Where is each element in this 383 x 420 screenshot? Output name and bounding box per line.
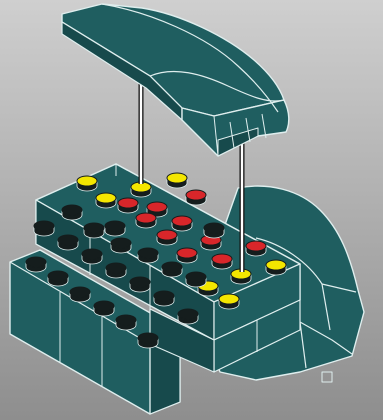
black-stud [162, 262, 182, 277]
red-stud [136, 213, 156, 228]
red-stud [157, 230, 177, 245]
black-stud [58, 235, 78, 250]
black-stud [105, 221, 125, 236]
black-stud [94, 301, 114, 316]
black-stud [178, 309, 198, 324]
yellow-stud [96, 193, 116, 208]
black-stud [111, 238, 131, 253]
yellow-stud [266, 260, 286, 275]
black-stud [48, 271, 68, 286]
black-stud [62, 205, 82, 220]
yellow-stud [219, 294, 239, 309]
black-stud [138, 248, 158, 263]
black-stud [106, 263, 126, 278]
red-stud [172, 216, 192, 231]
black-stud [138, 333, 158, 348]
yellow-stud [131, 182, 151, 197]
black-stud [186, 272, 206, 287]
red-stud [118, 198, 138, 213]
black-stud [116, 315, 136, 330]
black-stud [84, 223, 104, 238]
yellow-stud [77, 176, 97, 191]
red-stud [177, 248, 197, 263]
red-stud [212, 254, 232, 269]
black-stud [154, 291, 174, 306]
black-stud [130, 277, 150, 292]
black-stud [70, 287, 90, 302]
black-stud [34, 221, 54, 236]
red-stud [186, 190, 206, 205]
yellow-stud [167, 173, 187, 188]
black-stud [82, 249, 102, 264]
red-stud [246, 241, 266, 256]
black-stud [26, 257, 46, 272]
black-stud [204, 223, 224, 238]
